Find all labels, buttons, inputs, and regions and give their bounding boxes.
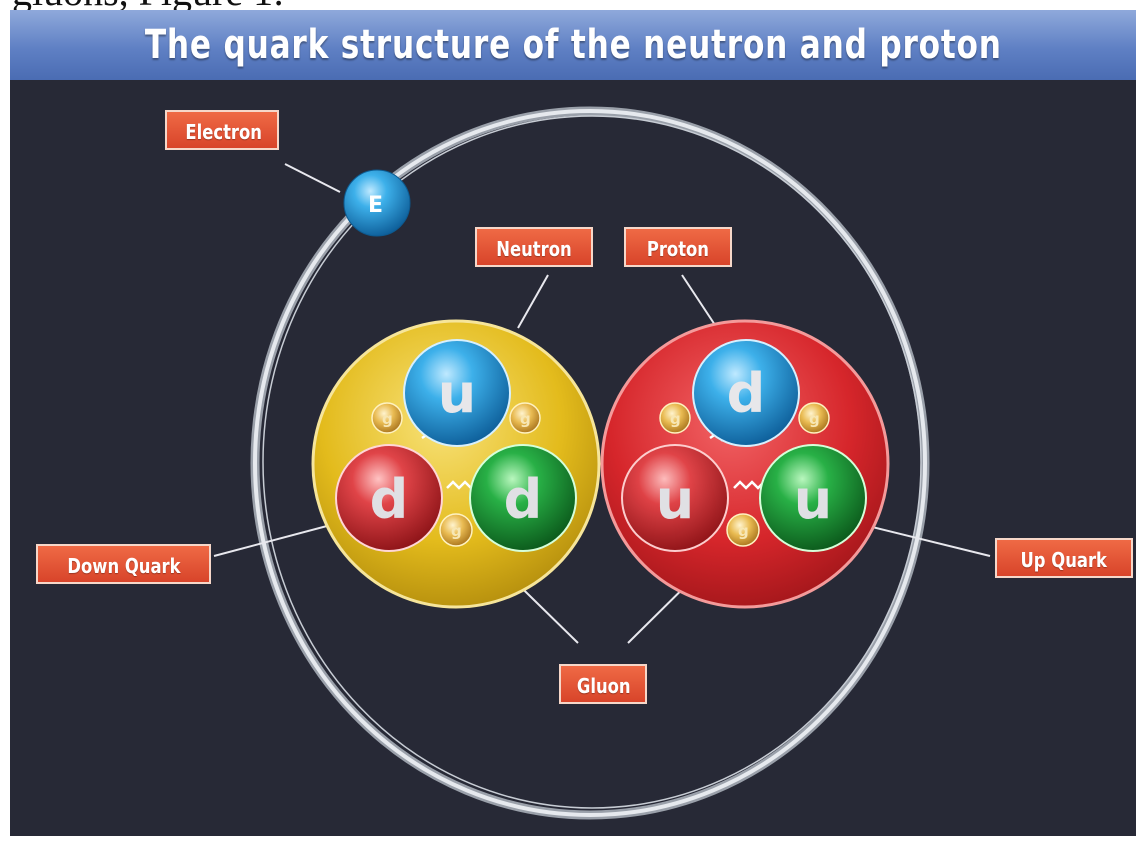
gluon-letter: g <box>382 410 393 428</box>
gluon-particle: g <box>372 403 402 433</box>
gluon-particle: g <box>799 403 829 433</box>
electron-leader-line <box>285 164 340 192</box>
neutron-leader-line <box>518 275 548 328</box>
label-gluon: Gluon <box>559 664 647 704</box>
quark-letter: d <box>370 468 409 531</box>
proton-particle: g g g d u u <box>602 321 888 607</box>
quark-letter: u <box>438 362 476 425</box>
diagram-panel: The quark structure of the neutron and p… <box>10 10 1136 836</box>
up-quark-leader-line <box>860 524 990 556</box>
electron-particle: E <box>344 170 410 236</box>
down-quark-leader-line <box>214 522 342 556</box>
gluon-particle: g <box>727 514 759 546</box>
quark-letter: d <box>504 468 543 531</box>
quark-letter: d <box>727 362 766 425</box>
gluon-particle: g <box>440 514 472 546</box>
down-quark: d <box>336 445 442 551</box>
label-up-quark: Up Quark <box>995 538 1133 578</box>
down-quark: d <box>470 445 576 551</box>
proton-leader-line <box>682 275 715 325</box>
label-electron: Electron <box>165 110 279 150</box>
quark-letter: u <box>656 468 694 531</box>
gluon-letter: g <box>738 522 749 540</box>
gluon-letter: g <box>809 410 820 428</box>
gluon-letter: g <box>451 522 462 540</box>
quark-letter: u <box>794 468 832 531</box>
up-quark: u <box>404 340 510 446</box>
electron-letter: E <box>368 193 383 218</box>
gluon-letter: g <box>520 410 531 428</box>
up-quark: u <box>622 445 728 551</box>
gluon-particle: g <box>660 403 690 433</box>
label-neutron: Neutron <box>475 227 593 267</box>
down-quark: d <box>693 340 799 446</box>
up-quark: u <box>760 445 866 551</box>
gluon-particle: g <box>510 403 540 433</box>
label-proton: Proton <box>624 227 732 267</box>
gluon-letter: g <box>670 410 681 428</box>
label-down-quark: Down Quark <box>36 544 211 584</box>
neutron-particle: g g g u d d <box>313 321 599 607</box>
